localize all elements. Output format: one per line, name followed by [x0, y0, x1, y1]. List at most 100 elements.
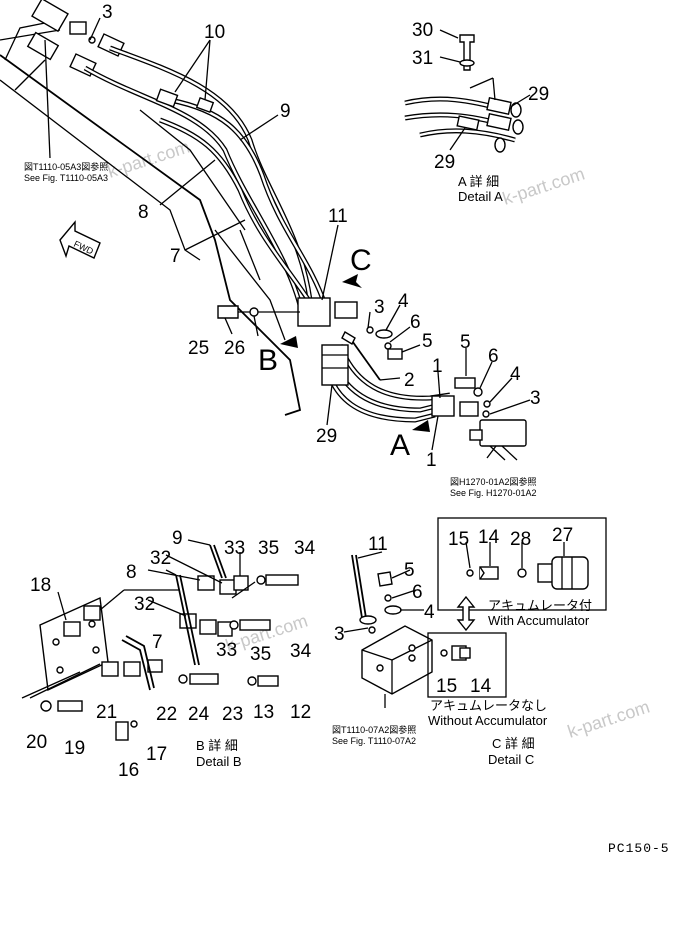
washer [247, 676, 257, 686]
without-accumulator-frame [427, 632, 507, 698]
detail-c-view: 11 5 6 4 3 図T1110-07A2図参照 See Fig. T1110… [332, 517, 607, 767]
detail-b-title-jp: B 詳 細 [196, 738, 238, 753]
hose-block [297, 297, 331, 327]
part-label: 20 [26, 732, 47, 753]
o-ring [440, 649, 448, 657]
part-label: 26 [224, 338, 245, 359]
part-label: 34 [290, 641, 312, 662]
swap-arrow-icon [456, 595, 476, 632]
part-label: 10 [204, 22, 225, 43]
hole [88, 620, 96, 628]
hose-fitting [456, 115, 480, 131]
washer [473, 387, 483, 397]
hose-fitting [486, 113, 512, 131]
o-ring [88, 36, 96, 44]
reference-en: See Fig. T1110-07A2 [332, 736, 416, 746]
pin [341, 331, 356, 345]
watermark: k-part.com [565, 697, 652, 742]
part-label: 5 [460, 332, 471, 353]
bolt [57, 700, 83, 712]
view-label-a: A [390, 429, 410, 462]
part-label: 19 [64, 738, 85, 759]
view-arrow-a [412, 420, 430, 432]
adapter-thread [479, 566, 485, 580]
washer [384, 594, 392, 602]
part-label: 3 [334, 624, 345, 645]
part-label: 3 [102, 2, 113, 23]
part-label: 21 [96, 702, 117, 723]
hose-clamp [155, 88, 179, 108]
bolt [454, 377, 476, 389]
fitting-nut [494, 137, 506, 153]
clamp [123, 661, 141, 677]
view-arrow-c [342, 274, 362, 288]
leader-lines [44, 17, 531, 459]
o-ring [517, 568, 527, 578]
with-accumulator-label: With Accumulator [488, 613, 590, 628]
detail-b-title: Detail B [196, 754, 242, 769]
view-label-b: B [258, 344, 278, 377]
part-label: 13 [253, 702, 274, 723]
part-label: 14 [470, 676, 492, 697]
reference-jp: 図T1110-05A3図参照 [24, 161, 108, 172]
part-label: 29 [316, 426, 337, 447]
part-label: 6 [412, 582, 423, 603]
part-label: 7 [152, 632, 163, 653]
bolt [257, 675, 279, 687]
reference-jp: 図H1270-01A2図参照 [450, 476, 537, 487]
part-label: 23 [222, 704, 243, 725]
reference-jp: 図T1110-07A2図参照 [332, 724, 416, 735]
washer [384, 342, 392, 350]
washer [178, 674, 188, 684]
part-label: 5 [404, 560, 415, 581]
with-accumulator-frame [437, 517, 607, 611]
part-label: 27 [552, 525, 573, 546]
o-ring [483, 400, 491, 408]
part-label: 29 [434, 152, 455, 173]
washer [256, 575, 266, 585]
forward-arrow: FWD [59, 220, 101, 259]
detail-a-view: 30 31 29 29 A 詳 細 Detail A [404, 20, 549, 204]
watermark: k-part.com [105, 137, 192, 182]
view-arrow-b [280, 336, 298, 348]
part-label: 6 [410, 312, 421, 333]
part-label: 2 [404, 370, 415, 391]
bolt [377, 571, 393, 587]
part-label: 33 [216, 640, 237, 661]
part-label: 24 [188, 704, 210, 725]
part-label: 1 [426, 450, 437, 471]
part-label: 32 [150, 548, 171, 569]
clamp [199, 619, 217, 635]
part-label: 28 [510, 529, 531, 550]
detail-a-title: Detail A [458, 189, 503, 204]
part-label: 7 [170, 246, 181, 267]
detail-c-title: Detail C [488, 752, 534, 767]
detail-a-title-jp: A 詳 細 [458, 174, 499, 189]
part-label: 8 [126, 562, 137, 583]
clamp [101, 661, 119, 677]
part-label: 15 [448, 529, 469, 550]
part-label: 15 [436, 676, 457, 697]
o-ring [368, 626, 376, 634]
accumulator-body [551, 556, 589, 590]
seal [384, 605, 402, 615]
bolt [459, 34, 475, 71]
clamp [197, 575, 215, 591]
o-ring [466, 569, 474, 577]
part-label: 34 [294, 538, 316, 559]
part-label: 5 [422, 331, 433, 352]
part-label: 17 [146, 744, 167, 765]
bolt [217, 305, 239, 319]
bolt [189, 673, 219, 685]
washer [249, 307, 259, 317]
part-label: 4 [424, 602, 435, 623]
without-accumulator-label: Without Accumulator [428, 713, 548, 728]
part-label: 3 [530, 388, 541, 409]
bolt [387, 348, 403, 360]
bolt [115, 721, 129, 741]
valve-block [459, 401, 479, 417]
with-accumulator-jp: アキュムレータ付 [488, 598, 592, 613]
part-label: 16 [118, 760, 139, 781]
part-label: 18 [30, 575, 51, 596]
detail-c-title-jp: C 詳 細 [492, 736, 535, 751]
